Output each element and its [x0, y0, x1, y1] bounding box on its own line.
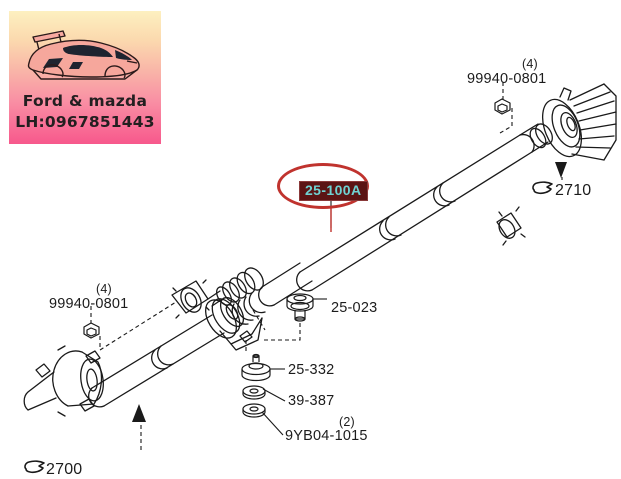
label-bolt-25-023: 25-023: [331, 300, 378, 316]
sports-car-icon: [27, 30, 140, 80]
rear-universal-joint: [496, 206, 526, 246]
center-bearing-assembly: [204, 262, 313, 351]
nut-part-top-right: [494, 98, 511, 115]
label-qty-left: (4): [96, 282, 112, 296]
leader-lines: [90, 82, 563, 450]
label-qty-top-right: (4): [522, 57, 538, 71]
watermark-line-1: Ford & mazda: [22, 92, 148, 110]
differential-pinion-flange: [519, 83, 617, 161]
arrow-up-2710: [555, 162, 567, 178]
nut-part-9yb04-1015: [242, 403, 266, 418]
watermark-line-2: LH:0967851443: [15, 113, 155, 131]
label-fastener-top-right: 99940-0801: [467, 71, 547, 87]
highlighted-part-number[interactable]: 25-100A: [299, 181, 368, 201]
label-group-2700[interactable]: 2700: [46, 461, 83, 478]
car-section-icon-2700: [24, 460, 45, 474]
front-shaft-tube: [88, 314, 225, 408]
washer-part-39-387: [242, 385, 266, 400]
label-washer-39-387: 39-387: [288, 393, 335, 409]
watermark-text: Ford & mazda LH:0967851443: [9, 91, 161, 133]
rear-shaft-tube: [296, 133, 535, 292]
bolt-part-25-023: [286, 293, 314, 322]
label-group-2710[interactable]: 2710: [555, 182, 592, 199]
label-qty-bottom-center: (2): [339, 415, 355, 429]
label-nut-9yb04-1015: 9YB04-1015: [285, 428, 368, 444]
label-fastener-left: 99940-0801: [49, 296, 129, 312]
label-mount-25-332: 25-332: [288, 362, 335, 378]
transmission-output-flange: [23, 345, 104, 417]
shop-watermark: Ford & mazda LH:0967851443: [9, 11, 161, 144]
group-arrowheads: [132, 162, 567, 422]
car-section-icon-2710: [532, 181, 553, 195]
mount-part-25-332: [241, 353, 271, 382]
front-flange-yoke: [171, 267, 264, 319]
arrow-up-2700: [132, 404, 146, 422]
nut-part-left: [83, 322, 100, 339]
